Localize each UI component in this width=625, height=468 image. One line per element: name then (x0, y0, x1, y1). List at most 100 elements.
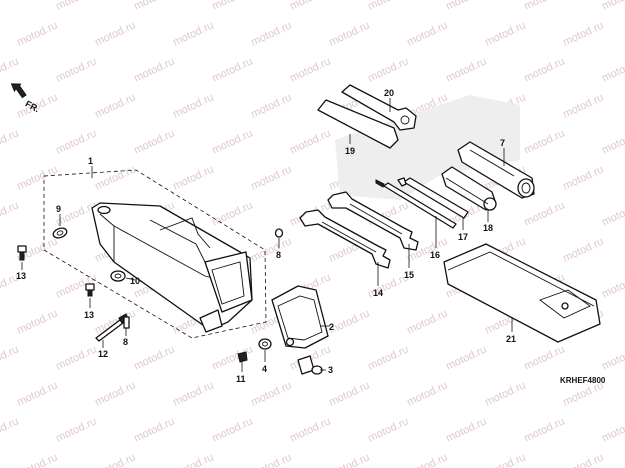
screwdriver-blade-part-16 (375, 179, 457, 229)
watermark-text: motod.ru (561, 163, 605, 192)
watermark-text: motod.ru (249, 235, 293, 264)
watermark-text: motod.ru (600, 199, 625, 228)
bolt-part-13-left (17, 245, 27, 261)
watermark-text: motod.ru (561, 235, 605, 264)
watermark-text: motod.ru (210, 55, 254, 84)
callout-3: 3 (328, 365, 333, 375)
collar-part-10 (110, 270, 126, 282)
tool-bag-part-21 (443, 243, 601, 343)
grommet-part-9 (52, 227, 68, 239)
diagram-code: KRHEF4800 (560, 376, 606, 385)
watermark-text: motod.ru (93, 91, 137, 120)
watermark-text: motod.ru (366, 415, 410, 444)
screwdriver-part-17 (397, 177, 469, 219)
watermark-text: motod.ru (600, 0, 625, 13)
watermark-text: motod.ru (249, 19, 293, 48)
watermark-text: motod.ru (600, 55, 625, 84)
watermark-text: motod.ru (522, 343, 566, 372)
watermark-text: motod.ru (327, 379, 371, 408)
watermark-text: motod.ru (54, 127, 98, 156)
watermark-text: motod.ru (132, 415, 176, 444)
callout-4: 4 (262, 364, 267, 374)
watermark-text: motod.ru (405, 19, 449, 48)
watermark-text: motod.ru (93, 163, 137, 192)
callout-17: 17 (458, 232, 468, 242)
wrench-part-15 (327, 191, 419, 251)
watermark-text: motod.ru (93, 379, 137, 408)
watermark-text: motod.ru (171, 379, 215, 408)
wrench-part-20 (341, 84, 417, 131)
watermark-text: motod.ru (0, 0, 21, 13)
watermark-text: motod.ru (54, 55, 98, 84)
callout-13-left: 13 (16, 271, 26, 281)
callout-13-right: 13 (84, 310, 94, 320)
watermark-text: motod.ru (15, 379, 59, 408)
watermark-text: motod.ru (15, 19, 59, 48)
callout-16: 16 (430, 250, 440, 260)
watermark-text: motod.ru (210, 127, 254, 156)
watermark-text: motod.ru (0, 127, 21, 156)
watermark-text: motod.ru (522, 199, 566, 228)
watermark-text: motod.ru (366, 0, 410, 13)
holder-part-2 (271, 285, 329, 349)
watermark-text: motod.ru (522, 127, 566, 156)
watermark-text: motod.ru (522, 415, 566, 444)
watermark-text: motod.ru (171, 91, 215, 120)
watermark-text: motod.ru (93, 307, 137, 336)
watermark-text: motod.ru (132, 55, 176, 84)
watermark-text: motod.ru (561, 19, 605, 48)
watermark-text: motod.ru (405, 307, 449, 336)
watermark-text: motod.ru (132, 0, 176, 13)
callout-10: 10 (130, 276, 140, 286)
watermark-text: motod.ru (15, 163, 59, 192)
clip-part-11 (237, 351, 248, 363)
callout-8-left: 8 (123, 337, 128, 347)
watermark-text: motod.ru (366, 55, 410, 84)
watermark-text: motod.ru (15, 307, 59, 336)
watermark-text: motod.ru (444, 0, 488, 13)
screw-part-3 (297, 355, 323, 375)
callout-14: 14 (373, 288, 383, 298)
background-logo (335, 95, 520, 200)
watermark-text: motod.ru (444, 55, 488, 84)
watermark-text: motod.ru (210, 343, 254, 372)
watermark-text: motod.ru (249, 379, 293, 408)
tool-case (91, 202, 253, 333)
pin-part-8-left (123, 316, 130, 329)
washer-part-4 (258, 338, 272, 350)
watermark-text: motod.ru (366, 343, 410, 372)
callout-15: 15 (404, 270, 414, 280)
watermark-text: motod.ru (483, 19, 527, 48)
leader-lines (21, 98, 513, 372)
watermark-text: motod.ru (288, 55, 332, 84)
callout-18: 18 (483, 223, 493, 233)
watermark-text: motod.ru (15, 451, 59, 468)
pin-part-8-right (274, 228, 284, 238)
callout-20: 20 (384, 88, 394, 98)
callout-11: 11 (236, 374, 246, 384)
watermark-text: motod.ru (444, 415, 488, 444)
callout-2: 2 (329, 322, 334, 332)
box-wrench-part-7 (457, 141, 535, 199)
watermark-text: motod.ru (132, 343, 176, 372)
watermark-text: motod.ru (600, 415, 625, 444)
callout-8-right: 8 (276, 250, 281, 260)
watermark-text: motod.ru (561, 91, 605, 120)
callout-19: 19 (345, 146, 355, 156)
watermark-text: motod.ru (249, 451, 293, 468)
watermark-text: motod.ru (171, 451, 215, 468)
watermark-text: motod.ru (561, 451, 605, 468)
callout-1: 1 (88, 156, 93, 166)
watermark-text: motod.ru (288, 0, 332, 13)
watermark-text: motod.ru (249, 91, 293, 120)
watermark-text: motod.ru (210, 199, 254, 228)
watermark-text: motod.ru (93, 451, 137, 468)
callout-21: 21 (506, 334, 516, 344)
watermark-text: motod.ru (405, 451, 449, 468)
watermark-text: motod.ru (522, 55, 566, 84)
wrench-part-14 (299, 209, 391, 269)
watermark-text: motod.ru (0, 343, 21, 372)
watermark-text: motod.ru (288, 415, 332, 444)
